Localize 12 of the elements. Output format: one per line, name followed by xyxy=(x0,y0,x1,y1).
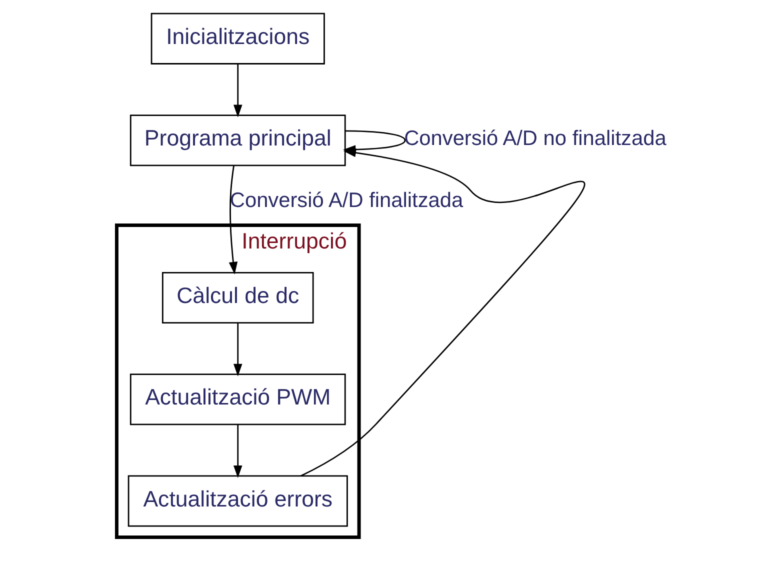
node-box: Actualització errors xyxy=(128,475,348,527)
node-box: Càlcul de dc xyxy=(162,272,314,324)
node-box: Actualització PWM xyxy=(130,374,346,426)
arrow xyxy=(228,165,238,274)
edge-label: Conversió A/D finalitzada xyxy=(230,189,464,212)
node-box: Programa principal xyxy=(130,114,346,166)
arrow xyxy=(233,64,242,118)
node-box: Inicialitzacions xyxy=(150,12,325,64)
edge-label: Conversió A/D no finalitzada xyxy=(404,127,666,150)
arrow xyxy=(233,323,242,376)
arrow xyxy=(300,148,584,477)
arrow xyxy=(233,424,242,478)
